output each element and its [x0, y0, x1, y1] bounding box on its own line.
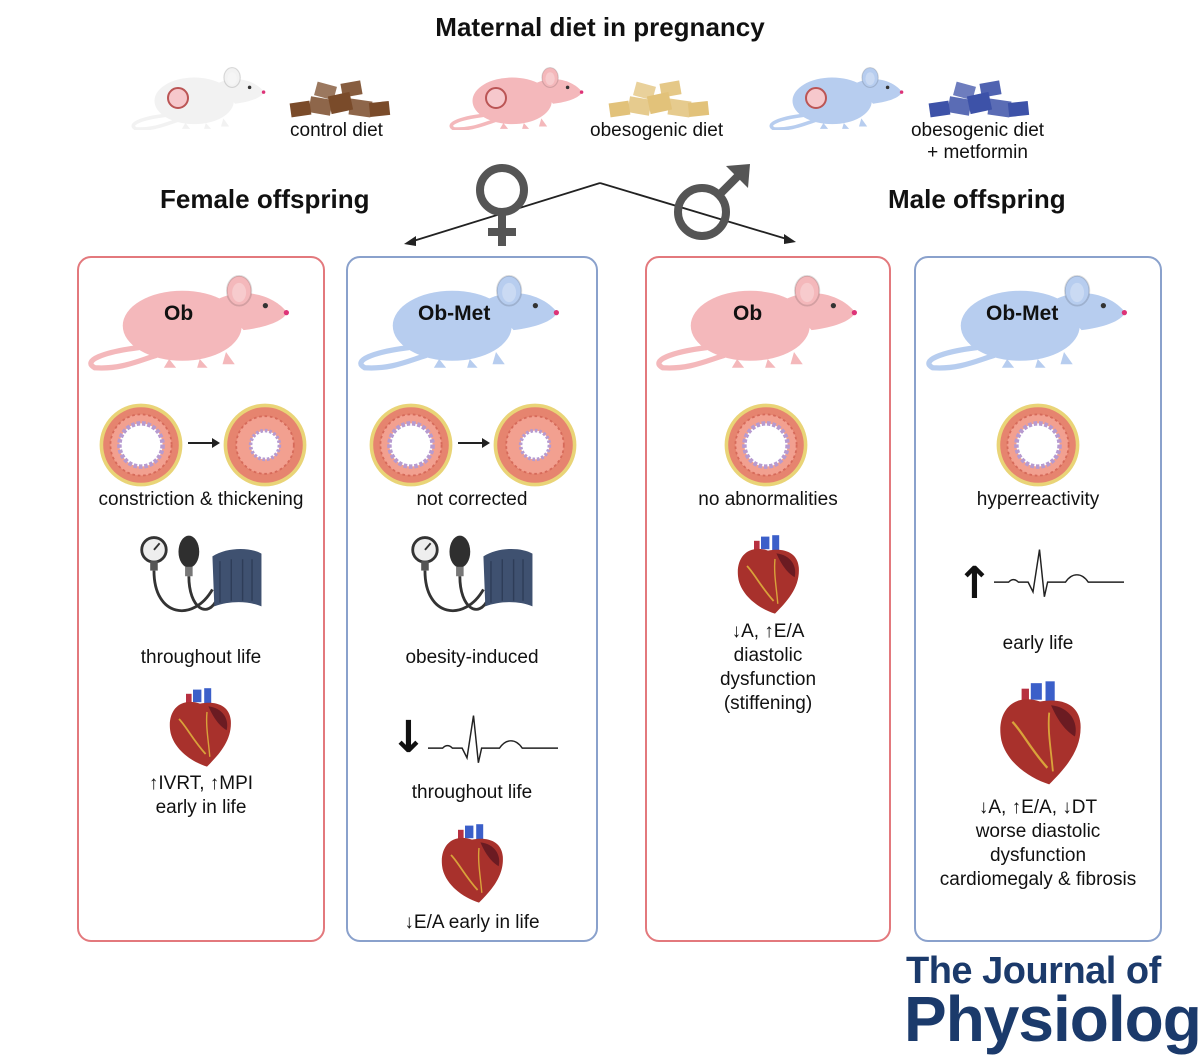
panel-female-ob [77, 256, 325, 942]
vessel-normal-icon [721, 400, 811, 490]
heart-icon [440, 823, 504, 904]
female-symbol-icon [476, 164, 528, 246]
female-ob-met-heart-caption: ↓E/A early in life [404, 912, 540, 933]
arrow-right-icon [458, 438, 490, 448]
page-title: Maternal diet in pregnancy [435, 12, 765, 42]
male-symbol-icon [674, 164, 750, 240]
panel-female-ob-met [346, 256, 598, 942]
ecg-trace-icon [994, 548, 1124, 598]
vessel-thickened-icon [221, 401, 309, 489]
blood-pressure-cuff-icon [140, 534, 263, 613]
female-offspring-heading: Female offspring [160, 184, 370, 214]
control-mouse-icon [131, 65, 268, 130]
female-ob-met-label: Ob-Met [418, 302, 491, 325]
male-ob-met-heart-caption: ↓A, ↑E/A, ↓DT worse diastolic dysfunctio… [939, 797, 1137, 890]
enlarged-heart-icon [999, 680, 1082, 786]
offspring-arrows [404, 182, 796, 246]
journal-logo-line2: Physiology [904, 983, 1200, 1055]
female-ob-met-bp-caption: obesity-induced [405, 647, 539, 668]
female-ob-met-hr-caption: throughout life [411, 782, 533, 803]
blood-pressure-cuff-icon [411, 534, 534, 613]
heart-rate-down-arrow: ↓ [390, 712, 427, 763]
female-ob-label: Ob [164, 302, 194, 325]
male-offspring-heading: Male offspring [888, 184, 1066, 214]
obesogenic-mouse-icon [449, 65, 586, 130]
male-ob-label: Ob [733, 302, 763, 325]
control-diet-label: control diet [290, 120, 383, 141]
metformin-diet-label: obesogenic diet + metformin [910, 120, 1045, 163]
female-ob-bp-caption: throughout life [140, 647, 262, 668]
arrow-right-icon [188, 438, 220, 448]
female-ob-met-vessel-caption: not corrected [416, 489, 528, 510]
heart-icon [168, 687, 232, 768]
obesogenic-diet-label: obesogenic diet [590, 120, 724, 141]
vessel-normal-icon [993, 400, 1083, 490]
vessel-normal-icon [366, 400, 456, 490]
panel-male-ob-met [914, 256, 1162, 942]
male-ob-met-label: Ob-Met [986, 302, 1059, 325]
male-ob-met-hr-caption: early life [1002, 633, 1074, 654]
metformin-mouse-icon [769, 65, 906, 130]
male-ob-met-vessel-caption: hyperreactivity [976, 489, 1100, 510]
male-ob-heart-caption: ↓A, ↑E/A diastolic dysfunction (stiffeni… [719, 621, 817, 714]
heart-rate-up-arrow: ↑ [956, 558, 993, 609]
heart-icon [736, 534, 800, 615]
female-ob-heart-caption: ↑IVRT, ↑MPI early in life [148, 773, 254, 818]
panel-male-ob [645, 256, 891, 942]
ecg-trace-icon [428, 714, 558, 764]
journal-logo-line1: The Journal of [906, 950, 1161, 992]
female-ob-vessel-caption: constriction & thickening [98, 489, 304, 510]
vessel-thickened-icon [491, 401, 579, 489]
male-ob-vessel-caption: no abnormalities [698, 489, 838, 510]
vessel-normal-icon [96, 400, 186, 490]
